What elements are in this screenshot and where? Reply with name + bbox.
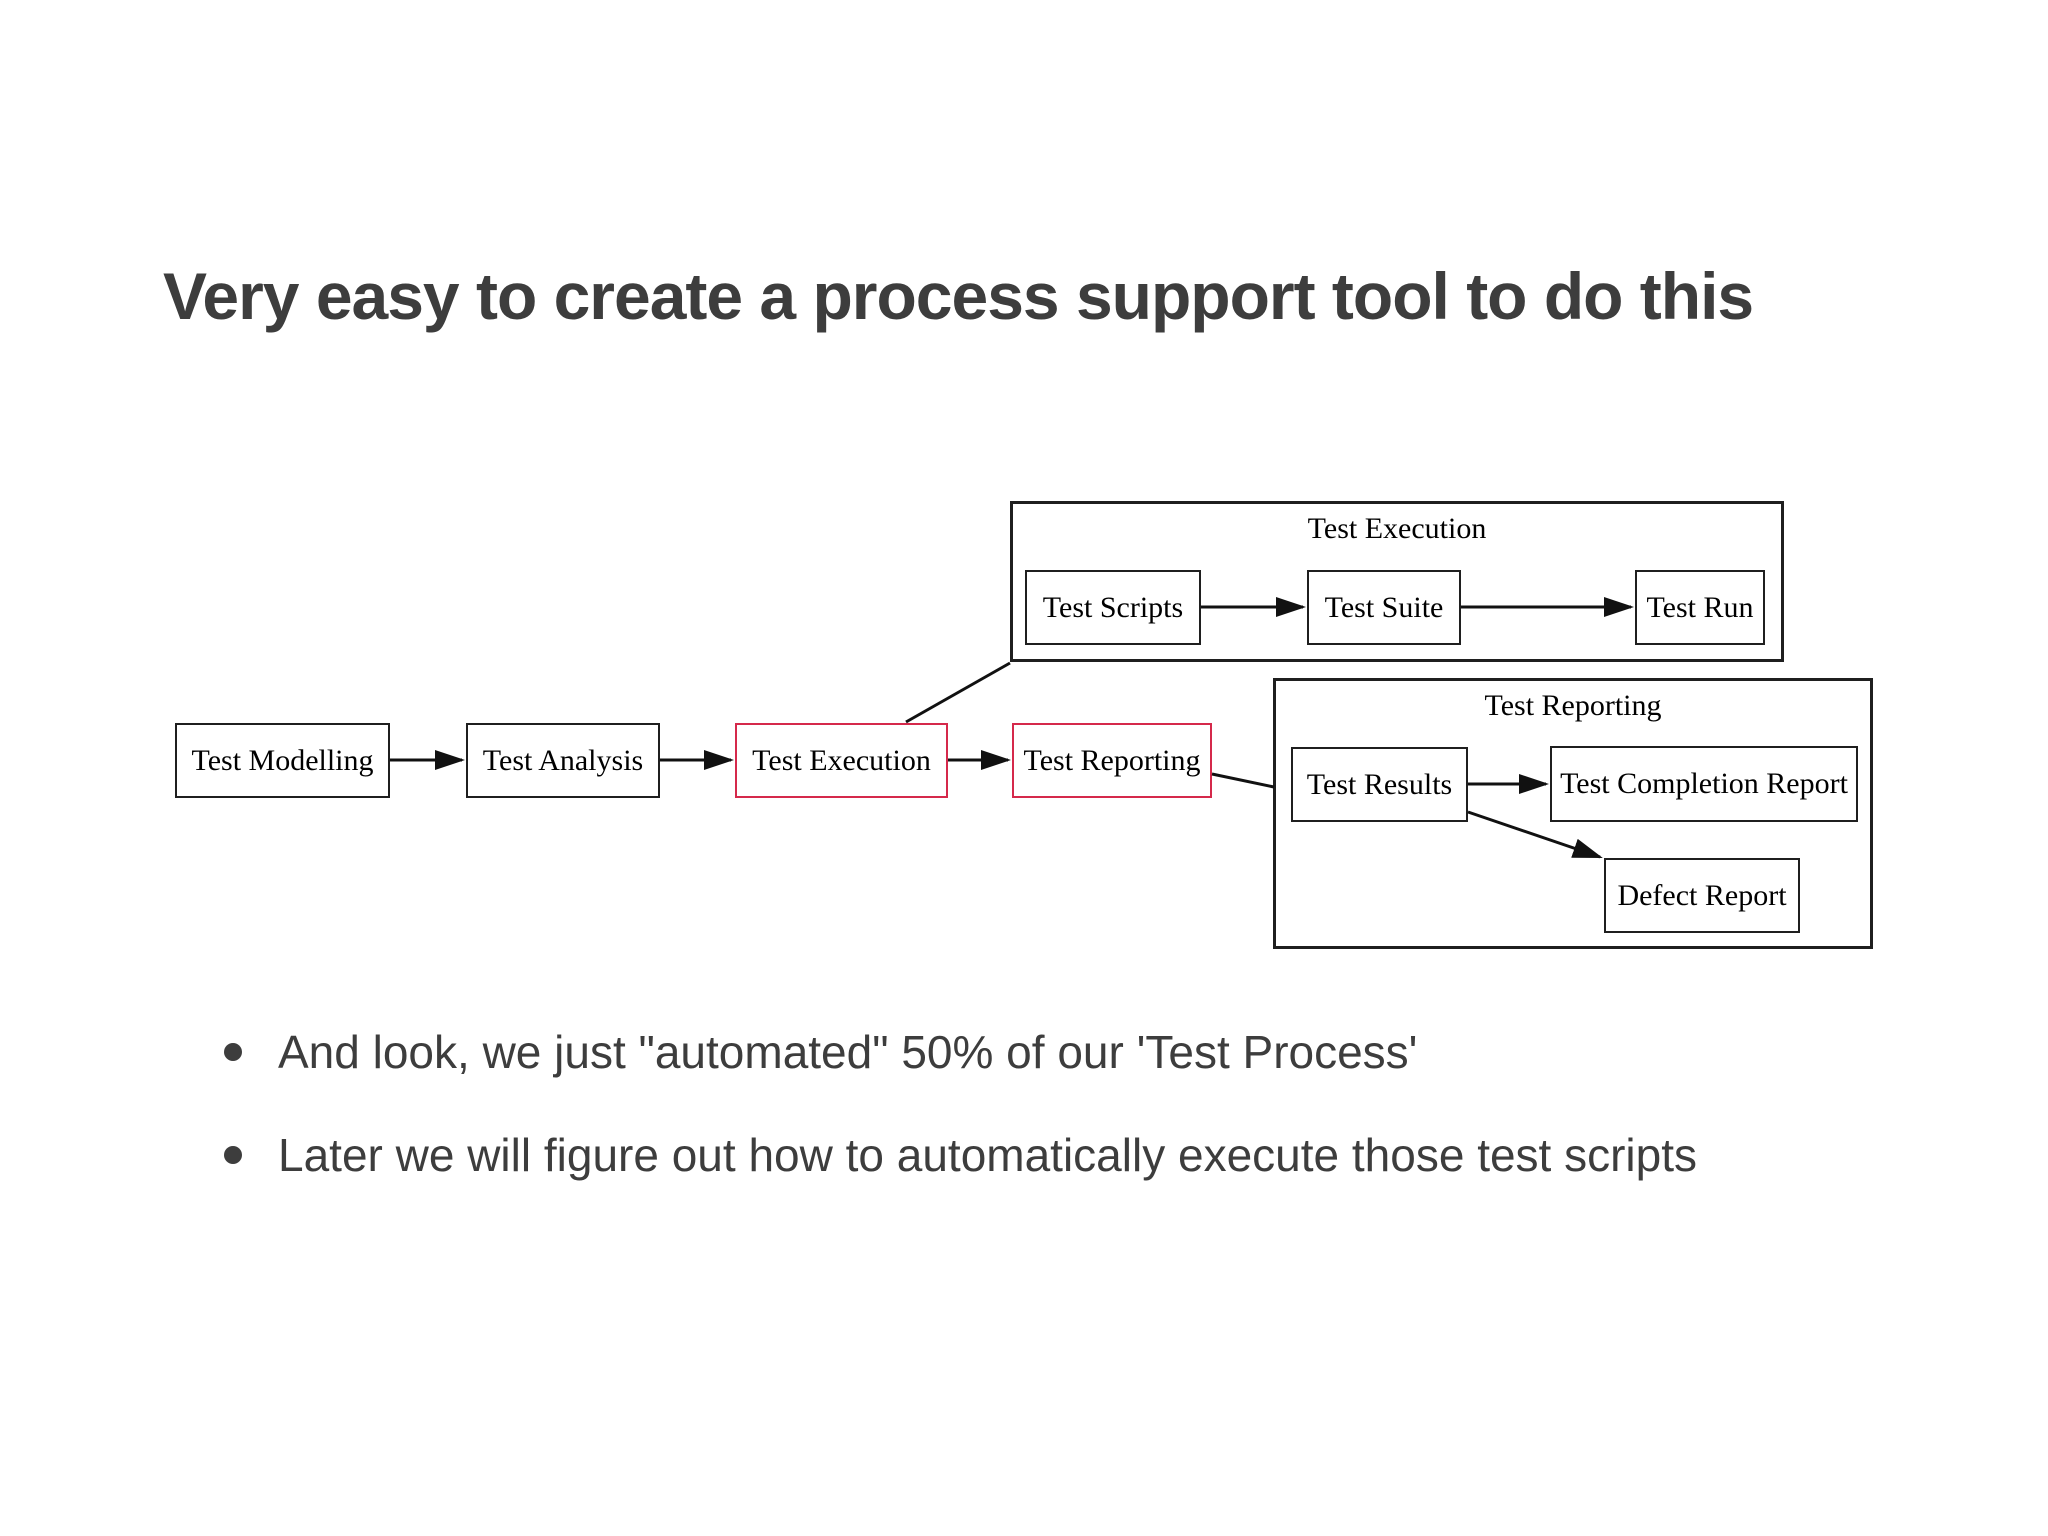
group-title-test-reporting: Test Reporting <box>1484 689 1662 722</box>
bullet-item: Later we will figure out how to automati… <box>222 1110 1818 1200</box>
node-test-modelling: Test Modelling <box>175 723 390 798</box>
slide-title: Very easy to create a process support to… <box>163 259 1754 333</box>
bullet-text: Later we will figure out how to automati… <box>278 1129 1698 1181</box>
group-test-execution: Test Execution <box>1010 501 1784 662</box>
bullet-marker <box>224 1146 242 1164</box>
bullet-text: And look, we just "automated" 50% of our… <box>278 1026 1418 1078</box>
node-test-analysis: Test Analysis <box>466 723 660 798</box>
node-test-results: Test Results <box>1291 747 1468 822</box>
node-test-scripts: Test Scripts <box>1025 570 1201 645</box>
node-defect-report: Defect Report <box>1604 858 1800 933</box>
bullet-list: And look, we just "automated" 50% of our… <box>222 1007 1818 1200</box>
node-test-run: Test Run <box>1635 570 1765 645</box>
link-reporting-to-reporting-group <box>1211 772 1275 789</box>
link-execution-to-execution-group <box>905 661 1011 724</box>
group-title-test-execution: Test Execution <box>1307 512 1487 545</box>
node-test-completion-report: Test Completion Report <box>1550 746 1858 822</box>
bullet-item: And look, we just "automated" 50% of our… <box>222 1007 1818 1097</box>
node-test-suite: Test Suite <box>1307 570 1461 645</box>
node-test-execution: Test Execution <box>735 723 948 798</box>
group-test-reporting: Test Reporting <box>1273 678 1873 949</box>
node-test-reporting: Test Reporting <box>1012 723 1212 798</box>
bullet-marker <box>224 1043 242 1061</box>
